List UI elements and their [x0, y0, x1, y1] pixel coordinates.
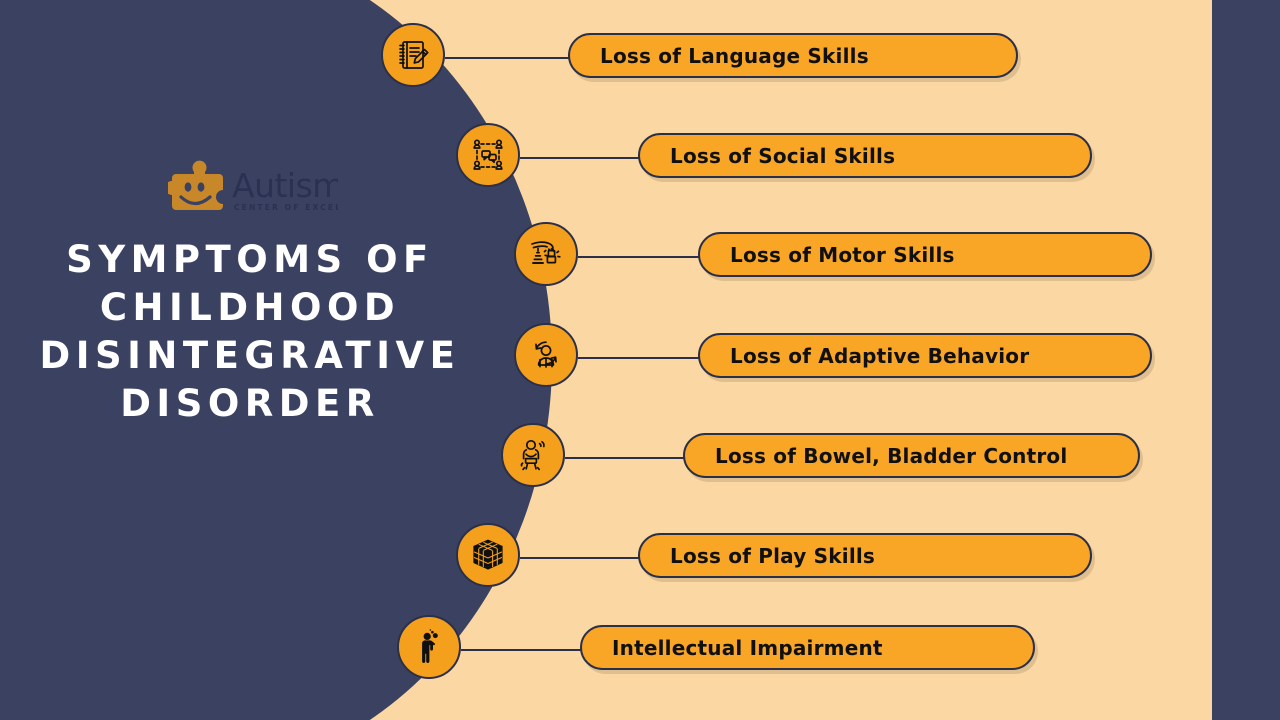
symptom-row: Intellectual Impairment: [0, 615, 1280, 685]
icon-badge[interactable]: [397, 615, 461, 679]
symptom-label: Loss of Motor Skills: [730, 242, 955, 267]
connector-line: [461, 649, 582, 651]
symptom-label: Loss of Bowel, Bladder Control: [715, 443, 1068, 468]
symptom-label: Loss of Adaptive Behavior: [730, 343, 1030, 368]
brand-logo: Autism CENTER OF EXCELLENCE: [168, 160, 338, 216]
page-title: Symptoms of Childhood Disintegrative Dis…: [39, 238, 461, 425]
symptom-pill[interactable]: Loss of Language Skills: [568, 33, 1018, 78]
symptom-row: Loss of Social Skills: [0, 123, 1280, 193]
symptom-pill[interactable]: Loss of Play Skills: [638, 533, 1092, 578]
symptom-row: Loss of Bowel, Bladder Control: [0, 423, 1280, 493]
symptom-row: Loss of Play Skills: [0, 523, 1280, 593]
navy-ellipse-shape: [0, 0, 552, 720]
icon-badge[interactable]: [514, 222, 578, 286]
symptom-label: Loss of Play Skills: [670, 543, 876, 568]
symptom-pill[interactable]: Loss of Bowel, Bladder Control: [683, 433, 1140, 478]
people-network-chat-icon: [469, 136, 507, 174]
symptom-pill[interactable]: Loss of Social Skills: [638, 133, 1092, 178]
symptom-label: Loss of Language Skills: [600, 43, 869, 68]
symptom-row: Loss of Adaptive Behavior: [0, 323, 1280, 393]
svg-text:CENTER OF EXCELLENCE: CENTER OF EXCELLENCE: [234, 203, 338, 212]
icon-badge[interactable]: [381, 23, 445, 87]
symptom-row: Loss of Language Skills: [0, 23, 1280, 93]
connector-line: [445, 57, 570, 59]
symptom-label: Intellectual Impairment: [612, 635, 883, 660]
symptom-pill[interactable]: Loss of Motor Skills: [698, 232, 1152, 277]
svg-text:Autism: Autism: [232, 166, 338, 205]
icon-badge[interactable]: [456, 123, 520, 187]
connector-line: [565, 457, 685, 459]
connector-line: [520, 557, 640, 559]
notepad-pencil-icon: [394, 36, 432, 74]
symptom-pill[interactable]: Loss of Adaptive Behavior: [698, 333, 1152, 378]
icon-badge[interactable]: [514, 323, 578, 387]
connector-line: [578, 256, 700, 258]
person-rotating-arrows-icon: [527, 336, 565, 374]
navy-right-band: [1212, 0, 1280, 720]
symptom-pill[interactable]: Intellectual Impairment: [580, 625, 1035, 670]
icon-badge[interactable]: [501, 423, 565, 487]
connector-line: [520, 157, 640, 159]
rubiks-cube-icon: [469, 536, 507, 574]
symptom-label: Loss of Social Skills: [670, 143, 896, 168]
hand-stacking-blocks-icon: [527, 235, 565, 273]
symptom-row: Loss of Motor Skills: [0, 222, 1280, 292]
icon-badge[interactable]: [456, 523, 520, 587]
person-thinking-icon: [410, 628, 448, 666]
autism-puzzle-face-logo: Autism CENTER OF EXCELLENCE: [168, 160, 338, 212]
connector-line: [578, 357, 700, 359]
child-urgency-icon: [514, 436, 552, 474]
